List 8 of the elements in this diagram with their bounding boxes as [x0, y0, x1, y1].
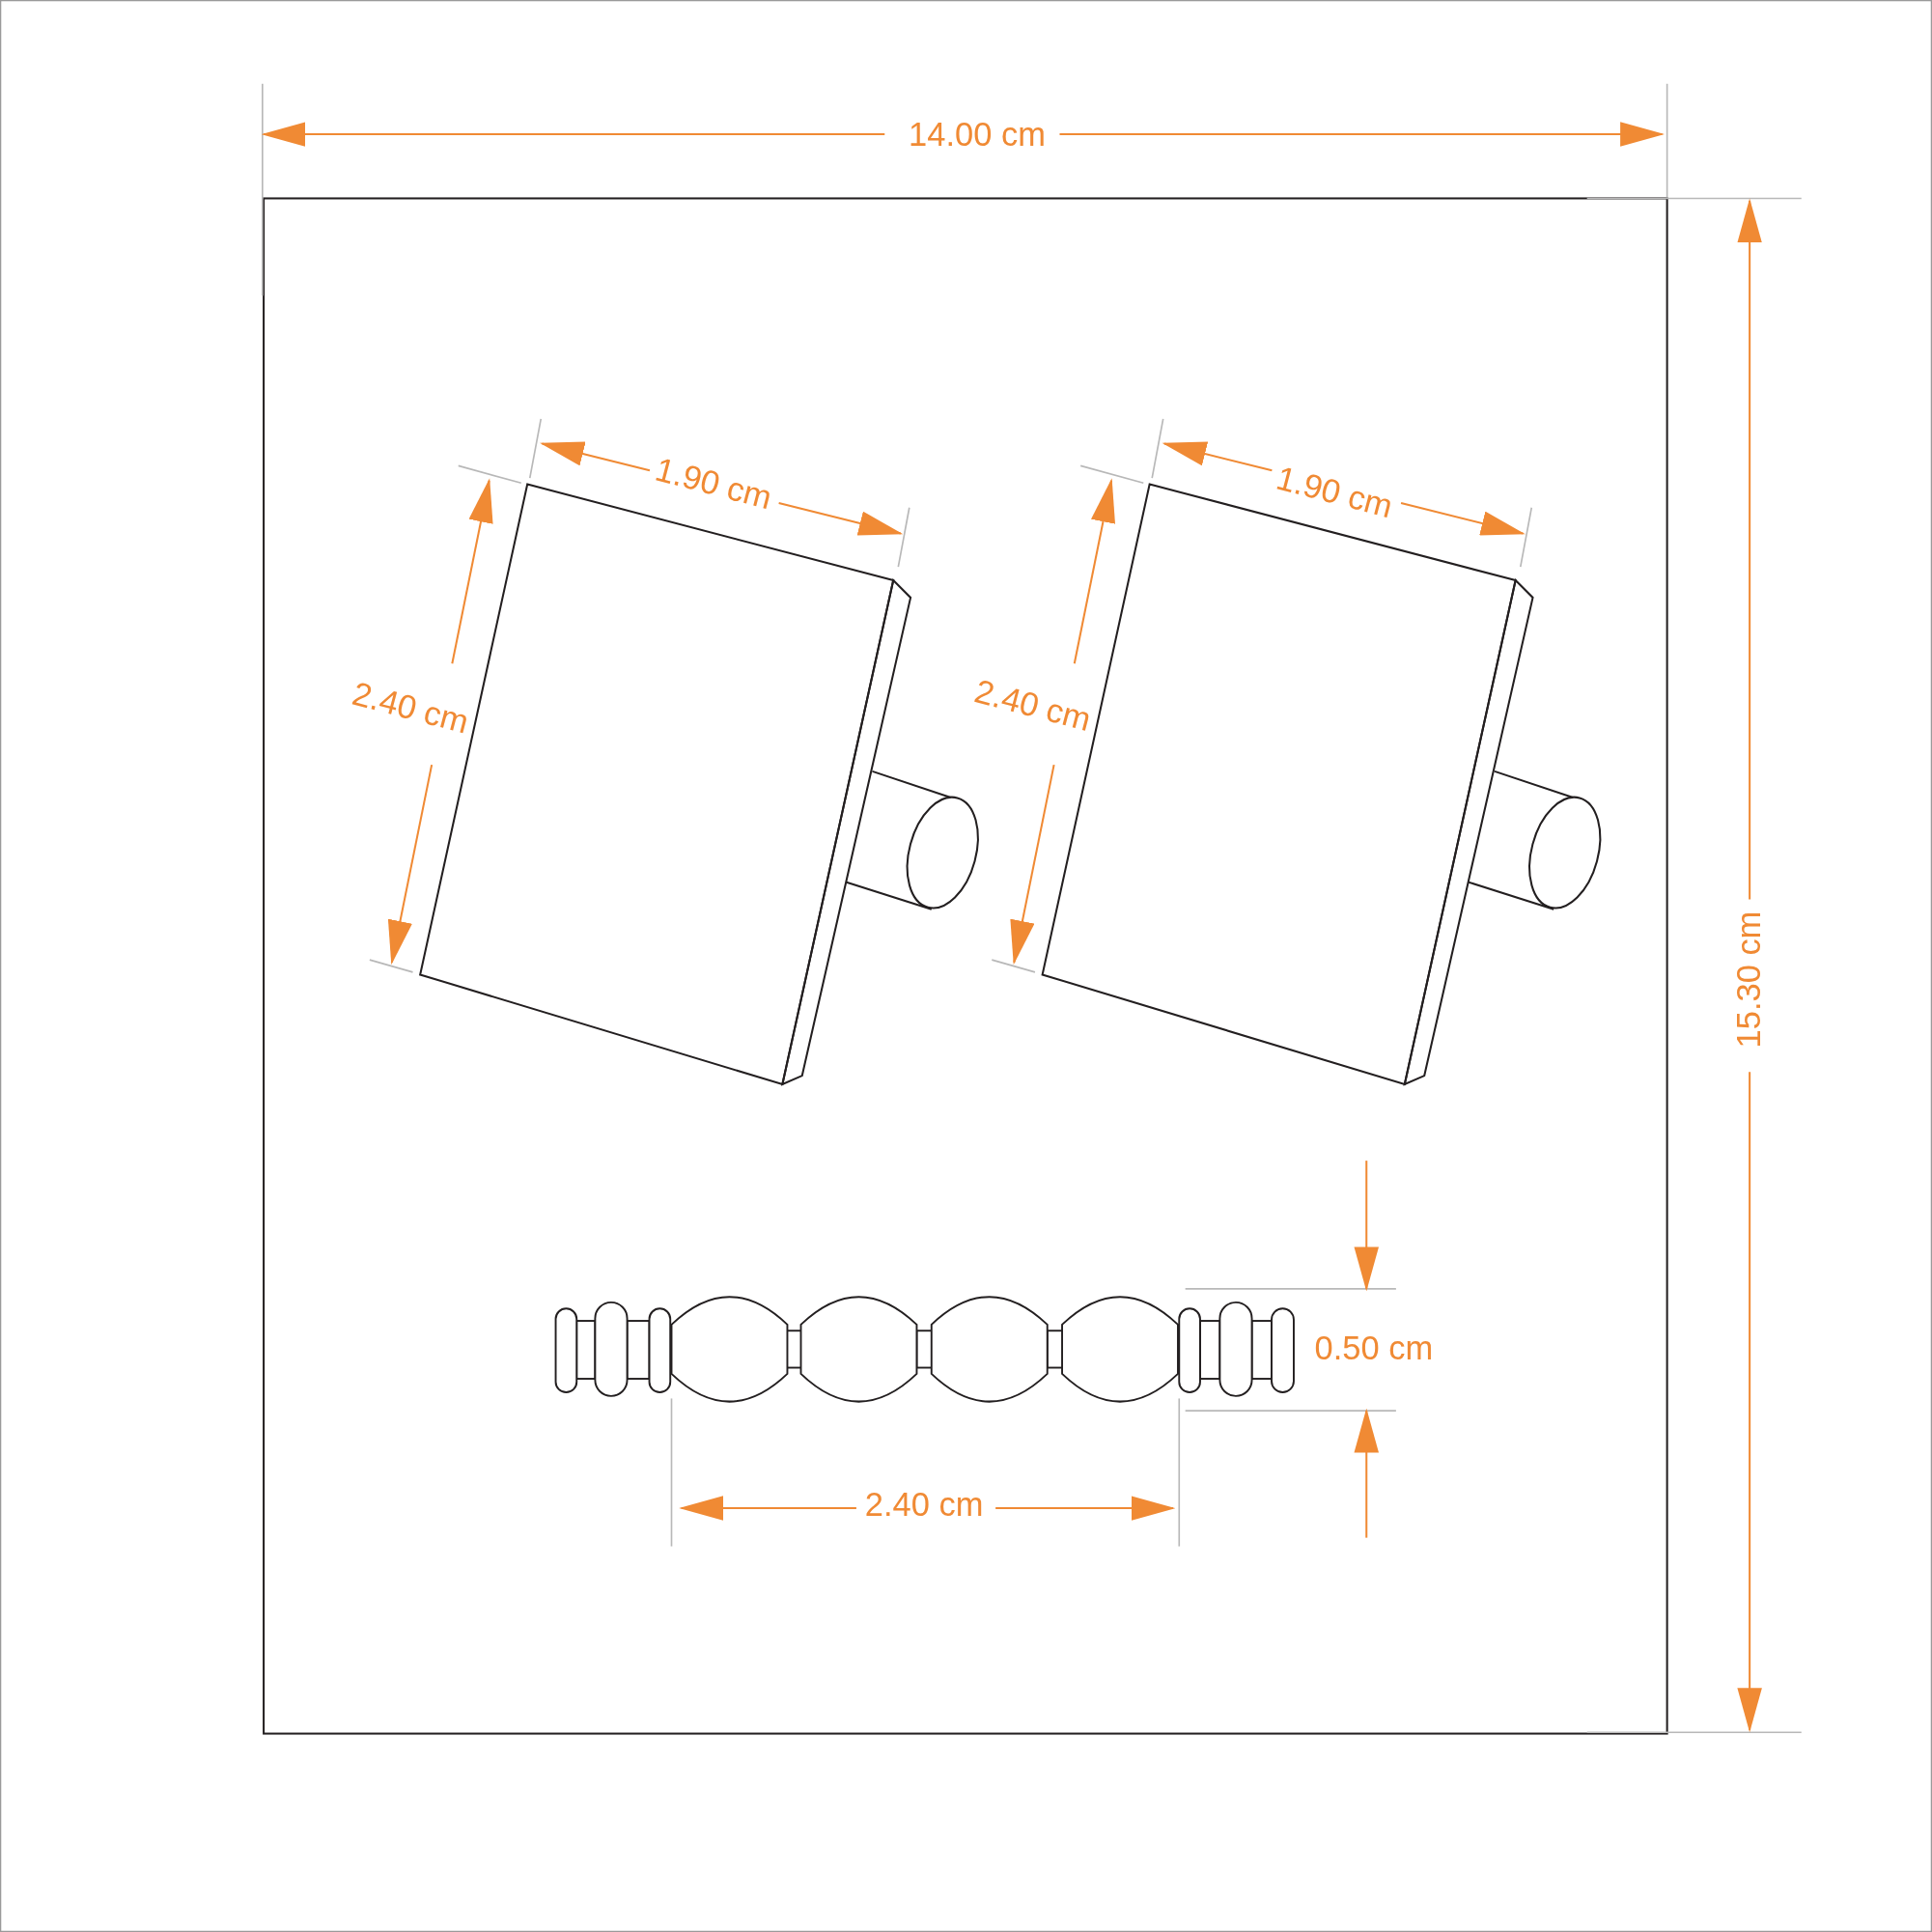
dimension-label: 0.50 cm [1314, 1332, 1434, 1366]
dimension-label: 14.00 cm [909, 119, 1046, 153]
dimension-label: 2.40 cm [349, 677, 472, 740]
dimension-label: 2.40 cm [864, 1489, 984, 1523]
dimension-label: 1.90 cm [1273, 462, 1396, 524]
dimension-label: 1.90 cm [652, 453, 775, 516]
dimension-label: 15.30 cm [1732, 910, 1767, 1049]
dimension-label: 2.40 cm [970, 675, 1095, 738]
